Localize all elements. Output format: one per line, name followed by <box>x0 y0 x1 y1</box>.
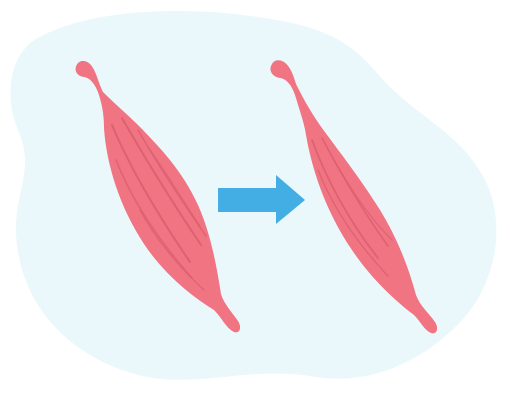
illustration <box>0 0 510 393</box>
diagram-canvas <box>0 0 510 393</box>
